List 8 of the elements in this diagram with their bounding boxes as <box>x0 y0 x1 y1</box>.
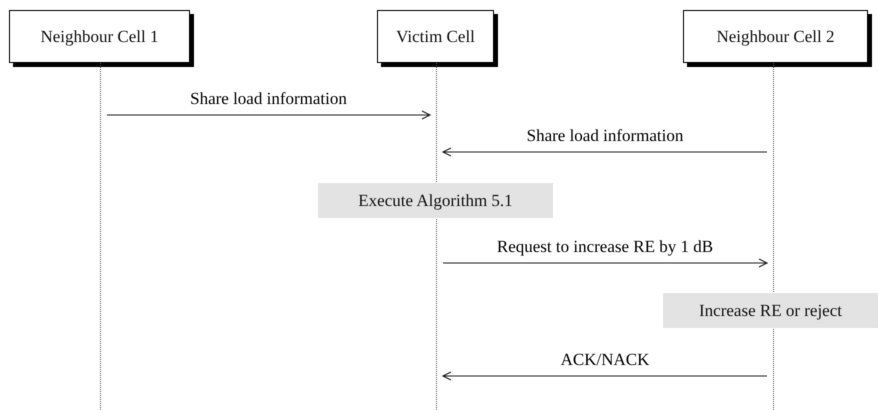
action-box: Execute Algorithm 5.1 <box>318 183 553 218</box>
edge-label: Request to increase RE by 1 dB <box>494 237 716 257</box>
message-arrow <box>443 258 768 268</box>
message-arrow <box>442 147 767 157</box>
message-arrow <box>442 371 767 381</box>
message-arrow <box>107 110 431 120</box>
lifeline <box>100 63 101 410</box>
action-box: Increase RE or reject <box>663 293 878 328</box>
